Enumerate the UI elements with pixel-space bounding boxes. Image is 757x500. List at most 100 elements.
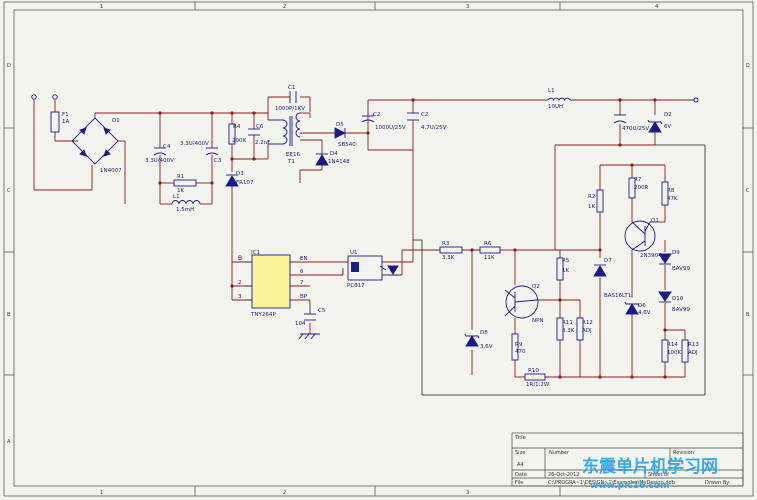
d10-value: BAV99 xyxy=(672,307,690,313)
c5-label: C5 xyxy=(318,308,326,314)
resistor-R12: R12 ADJ xyxy=(576,317,593,341)
r1-label: R1 xyxy=(177,174,184,180)
resistor-R9: R9 470 xyxy=(511,333,526,361)
r13-label: R13 xyxy=(688,342,699,348)
l1-value: 1.5mH xyxy=(176,207,194,213)
r11-label: R11 xyxy=(562,320,573,326)
q2-label: Q2 xyxy=(532,284,540,290)
c7-value: 470U/25V xyxy=(622,126,649,132)
row-marker: D xyxy=(746,63,750,69)
ic1-label: IC1 xyxy=(251,250,260,256)
d9-value: BAV99 xyxy=(672,266,690,272)
d9-label: D9 xyxy=(672,250,680,256)
capacitor-C3: 3.3U/400V C3 xyxy=(180,141,222,164)
optocoupler-U1: U1 PC817 xyxy=(347,250,399,289)
resistor-R10: R10 1R/1.2W xyxy=(524,368,550,388)
diode-D9: D9 BAV99 xyxy=(658,250,690,272)
row-marker: A xyxy=(7,439,11,445)
output-terminal xyxy=(693,97,699,103)
c5-value: 104 xyxy=(295,321,306,327)
r1-value: 1K xyxy=(177,188,184,194)
row-marker: C xyxy=(7,188,11,194)
u1-value: PC817 xyxy=(347,283,365,289)
d8-value: 3.6V xyxy=(480,344,493,350)
sheet-label: Sheet of xyxy=(648,472,669,478)
watermark-text: 东震单片机学习网 xyxy=(582,456,718,477)
q1-value: 2N3904 xyxy=(640,253,662,259)
size-value: A4 xyxy=(517,462,524,468)
t1-core: EE16 xyxy=(286,152,300,158)
r4-value: 200K xyxy=(232,138,246,144)
watermark-url: www.pic16.com xyxy=(590,481,670,491)
l1-label: L1 xyxy=(173,194,180,200)
r9-label: R9 xyxy=(515,342,523,348)
col-marker: 4 xyxy=(655,4,658,10)
bridge-value: 1N4007 xyxy=(100,168,122,174)
ic1-pin: EN xyxy=(300,256,308,262)
t1-label: T1 xyxy=(287,159,295,165)
d5-value: SB540 xyxy=(338,142,356,148)
ic1-pin: 3 xyxy=(238,294,242,300)
r12-value: ADJ xyxy=(582,328,592,334)
d7-value: BAS16LT1 xyxy=(604,293,631,299)
d4-label: D4 xyxy=(330,151,338,157)
resistor-R1: R1 1K xyxy=(173,174,197,194)
r6-value: 11K xyxy=(484,255,495,261)
r11-value: 3.3K xyxy=(562,328,575,334)
d6-label: D6 xyxy=(638,303,646,309)
c3-value: 3.3U/400V xyxy=(180,141,209,147)
r6-label: R6 xyxy=(484,241,492,247)
u1-label: U1 xyxy=(350,250,358,256)
transformer-T1: EE16 T1 xyxy=(268,112,300,165)
diode-D3: D3 FR107 xyxy=(225,171,254,187)
inductor-L1b: L1 10UH xyxy=(547,88,571,110)
resistor-R6: R6 11K xyxy=(479,241,501,261)
zener-D2: D2 6V xyxy=(647,112,672,133)
d2-label: D2 xyxy=(664,112,672,118)
l1b-value: 10UH xyxy=(548,104,563,110)
junctions xyxy=(158,98,667,379)
ic1-value: TNY264P xyxy=(250,312,276,318)
r8-value: 47K xyxy=(667,196,678,202)
input-terminal xyxy=(31,94,58,100)
col-marker: 1 xyxy=(100,490,103,496)
ground-loop xyxy=(413,144,706,396)
r3-label: R3 xyxy=(442,241,450,247)
resistor-R4: R4 200K xyxy=(228,123,246,145)
fuse-value: 1A xyxy=(62,119,69,125)
fuse-F1: F1 1A xyxy=(50,111,69,133)
r2-label: R2 xyxy=(588,194,595,200)
transistor-Q1: Q1 2N3904 xyxy=(624,218,662,259)
r10-label: R10 xyxy=(528,368,539,374)
r3-value: 3.3K xyxy=(442,255,455,261)
file-value: C:\PROGRA~1\DESIGN~1\Examples\MyDesign.d… xyxy=(548,480,675,486)
ic1-pin: 2 xyxy=(238,280,242,286)
resistor-R13: R13 ADJ xyxy=(681,339,699,363)
capacitor-C2b: C2 4.7U/25V xyxy=(407,112,447,131)
resistor-R2: R2 1K xyxy=(588,189,604,213)
row-marker: D xyxy=(7,63,11,69)
inductor-L1: L1 1.5mH xyxy=(171,194,201,213)
r14-value: 100K xyxy=(667,350,681,356)
d2-value: 6V xyxy=(664,124,671,130)
resistor-R7: R7 200R xyxy=(628,177,648,199)
resistor-R14: R14 100K xyxy=(661,339,681,363)
r13-value: ADJ xyxy=(688,350,698,356)
capacitor-C1: C1 1000P/1KV xyxy=(275,85,305,112)
capacitor-C4: C4 3.3U/400V xyxy=(145,144,174,164)
r9-value: 470 xyxy=(515,349,526,355)
c6-value: 2.2nF xyxy=(255,140,270,146)
diode-D4: D4 1N4148 xyxy=(315,151,350,166)
col-marker: 1 xyxy=(100,4,103,10)
l1b-label: L1 xyxy=(548,88,555,94)
date-value: 26-Oct-2012 xyxy=(548,472,579,478)
capacitor-C2: C2 1000U/25V xyxy=(361,112,406,131)
bridge-rectifier-D1: D1 1N4007 xyxy=(71,117,122,174)
resistor-R5: R5 1K xyxy=(556,257,570,281)
diode-D7: D7 BAS16LT1 xyxy=(593,258,631,299)
c2-value: 1000U/25V xyxy=(375,125,406,131)
d3-label: D3 xyxy=(236,171,244,177)
capacitor-C6: C6 2.2nF xyxy=(248,124,270,146)
